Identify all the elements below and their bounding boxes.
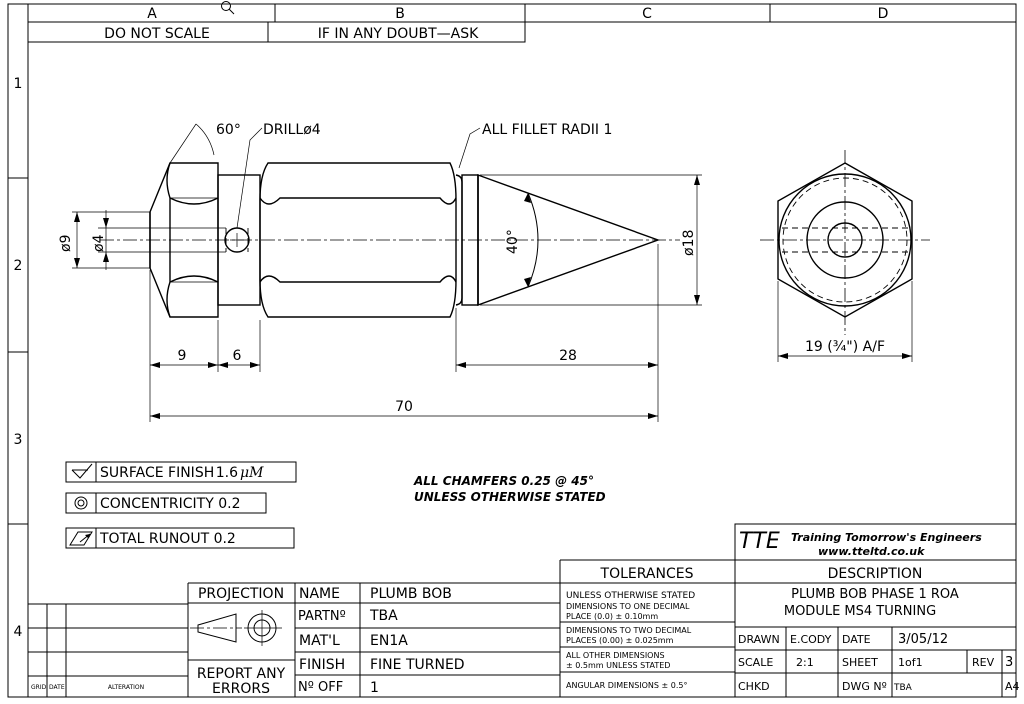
name-value: PLUMB BOB <box>370 586 452 602</box>
total-runout-icon <box>69 531 93 546</box>
part-number-value: TBA <box>369 608 398 624</box>
concentricity-box: CONCENTRICITY 0.2 <box>65 492 267 514</box>
grid-col-c: C <box>642 6 652 22</box>
grid-col-b: B <box>395 6 405 22</box>
report-errors-line2: ERRORS <box>212 681 270 697</box>
scale-label: SCALE <box>738 656 773 669</box>
angle-40-label: 40° <box>505 229 521 254</box>
scale-warning: DO NOT SCALE IF IN ANY DOUBT—ASK <box>27 21 526 43</box>
grid-row-1: 1 <box>14 76 23 92</box>
tolerance-line-6: ALL OTHER DIMENSIONS <box>566 651 665 660</box>
rev-value: 3 <box>1005 655 1013 670</box>
sheet-value: 1of1 <box>898 656 923 669</box>
concentricity-icon <box>74 496 88 510</box>
alteration-date-header: DATE <box>49 684 65 691</box>
tolerance-line-7: ± 0.5mm UNLESS STATED <box>566 661 670 670</box>
dim-6: 6 <box>233 348 242 364</box>
tolerance-line-2: DIMENSIONS TO ONE DECIMAL <box>566 602 690 611</box>
dim-28: 28 <box>559 348 577 364</box>
grid-row-2: 2 <box>14 258 23 274</box>
chamfer-note-line2: UNLESS OTHERWISE STATED <box>414 490 606 504</box>
third-angle-projection-icon <box>190 610 282 646</box>
fillet-label: ALL FILLET RADII 1 <box>482 122 612 138</box>
total-runout-label: TOTAL RUNOUT 0.2 <box>99 531 236 547</box>
part-end-view: 19 (¾") A/F <box>760 150 930 362</box>
grid-row-4: 4 <box>14 624 23 640</box>
grid-row-3: 3 <box>14 432 23 448</box>
dwg-number-value: TBA <box>893 683 913 693</box>
dia-4-label: ø4 <box>91 234 107 252</box>
number-off-label: Nº OFF <box>298 680 343 695</box>
material-label: MAT'L <box>299 633 340 649</box>
company-url: www.tteltd.co.uk <box>818 545 925 558</box>
grid-col-d: D <box>878 6 889 22</box>
surface-finish-icon <box>71 463 93 479</box>
surface-finish-unit: μM <box>240 465 264 481</box>
alteration-grid-header: GRID <box>31 684 47 691</box>
description-line-2: MODULE MS4 TURNING <box>784 604 936 619</box>
rev-label: REV <box>972 656 995 669</box>
drawn-label: DRAWN <box>738 633 780 646</box>
surface-finish-box: SURFACE FINISH 1.6 μM <box>65 461 297 483</box>
report-errors-line1: REPORT ANY <box>197 666 286 682</box>
concentricity-label: CONCENTRICITY 0.2 <box>100 496 241 512</box>
drawn-value: E.CODY <box>790 633 832 646</box>
across-flats-dim: 19 (¾") A/F <box>805 339 885 355</box>
surface-finish-label: SURFACE FINISH <box>100 465 214 481</box>
dwg-number-label: DWG Nº <box>842 680 887 693</box>
tolerance-line-8: ANGULAR DIMENSIONS ± 0.5° <box>566 681 688 690</box>
tolerance-line-4: DIMENSIONS TO TWO DECIMAL <box>566 626 692 635</box>
dia-18-label: ø18 <box>681 230 697 256</box>
drill-label: DRILLø4 <box>263 122 321 138</box>
magnifier-icon <box>221 1 235 15</box>
date-value: 3/05/12 <box>898 632 948 647</box>
angle-60-label: 60° <box>216 122 241 138</box>
tolerance-line-1: UNLESS OTHERWISE STATED <box>566 591 695 601</box>
scale-value: 2:1 <box>796 656 814 669</box>
company-logo: TTE <box>739 529 780 554</box>
do-not-scale-text: DO NOT SCALE <box>104 26 210 42</box>
chamfer-note: ALL CHAMFERS 0.25 @ 45° UNLESS OTHERWISE… <box>413 474 606 504</box>
doubt-ask-text: IF IN ANY DOUBT—ASK <box>318 26 479 42</box>
tolerance-line-3: PLACE (0.0) ± 0.10mm <box>566 612 658 621</box>
grid-labels: A B C D 1 2 3 4 <box>14 6 889 640</box>
dim-9: 9 <box>178 348 187 364</box>
checked-label: CHKD <box>738 680 770 693</box>
description-title: DESCRIPTION <box>828 566 923 582</box>
material-value: EN1A <box>370 633 408 649</box>
finish-label: FINISH <box>299 657 345 673</box>
alteration-header: ALTERATION <box>108 684 144 691</box>
dim-70: 70 <box>395 399 413 415</box>
date-label: DATE <box>842 633 871 646</box>
tolerances-title: TOLERANCES <box>600 566 694 582</box>
tolerance-line-5: PLACES (0.00) ± 0.025mm <box>566 636 674 645</box>
sheet-size: A4 <box>1005 680 1020 693</box>
dia-9-label: ø9 <box>58 235 74 252</box>
grid-col-a: A <box>147 6 157 22</box>
title-block: TTE Training Tomorrow's Engineers www.tt… <box>28 523 1020 697</box>
sheet-label: SHEET <box>842 656 878 669</box>
side-view-dimensions: 60° DRILLø4 ALL FILLET RADII 1 40° ø9 ø4… <box>58 122 702 422</box>
projection-label: PROJECTION <box>198 586 284 602</box>
total-runout-box: TOTAL RUNOUT 0.2 <box>65 527 295 549</box>
surface-finish-value: 1.6 <box>216 465 238 481</box>
number-off-value: 1 <box>370 680 379 696</box>
description-line-1: PLUMB BOB PHASE 1 ROA <box>791 587 959 602</box>
part-number-label: PARTNº <box>298 609 346 624</box>
chamfer-note-line1: ALL CHAMFERS 0.25 @ 45° <box>413 474 594 488</box>
name-label: NAME <box>299 586 340 602</box>
finish-value: FINE TURNED <box>370 657 465 673</box>
company-name: Training Tomorrow's Engineers <box>791 531 982 544</box>
part-side-view <box>100 162 680 318</box>
